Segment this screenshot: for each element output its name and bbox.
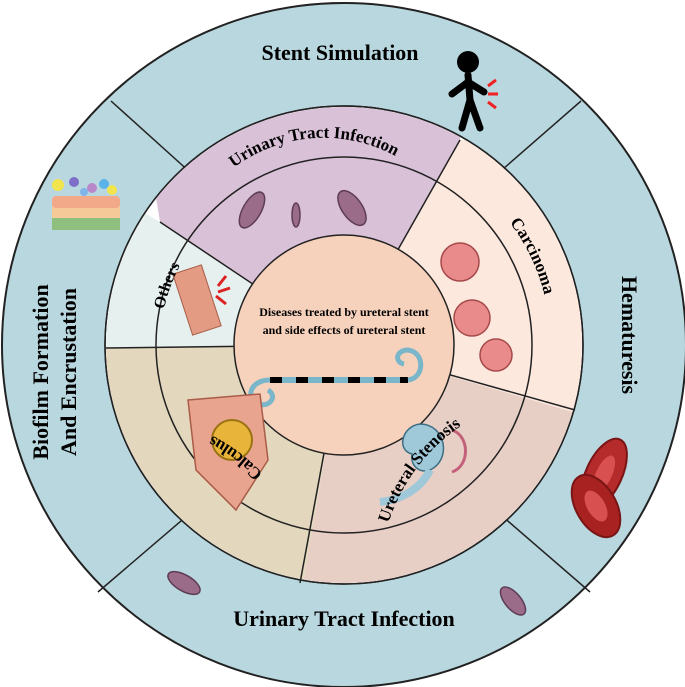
- label-stent-simulation: Stent Simulation: [261, 40, 418, 65]
- label-biofilm-line2: And Encrustation: [56, 288, 81, 456]
- sector-urinary-tract-infection: [140, 107, 460, 345]
- center-title-line1: Diseases treated by ureteral stent: [259, 305, 429, 319]
- bacteria-icons: [167, 189, 527, 616]
- center-circle: [233, 234, 455, 456]
- ureteral-stenosis-icon: [379, 423, 467, 506]
- biofilm-icon: [52, 177, 120, 230]
- label-urinary-tract-infection-outer: Urinary Tract Infection: [233, 606, 455, 631]
- carcinoma-cells-icon: [440, 242, 513, 372]
- others-tissue-icon: [172, 264, 231, 336]
- red-blood-cells-icon: [570, 437, 628, 539]
- center-title-line2: and side effects of ureteral stent: [263, 323, 426, 337]
- ureteral-stent-icon: [248, 347, 424, 408]
- stick-figure-pain-icon: [448, 51, 498, 132]
- calculus-stone-icon: [187, 393, 269, 512]
- label-hematuresis: Hematuresis: [617, 276, 642, 395]
- label-biofilm-line1: Biofilm Formation: [28, 284, 53, 459]
- inner-ring-divider: [155, 156, 533, 534]
